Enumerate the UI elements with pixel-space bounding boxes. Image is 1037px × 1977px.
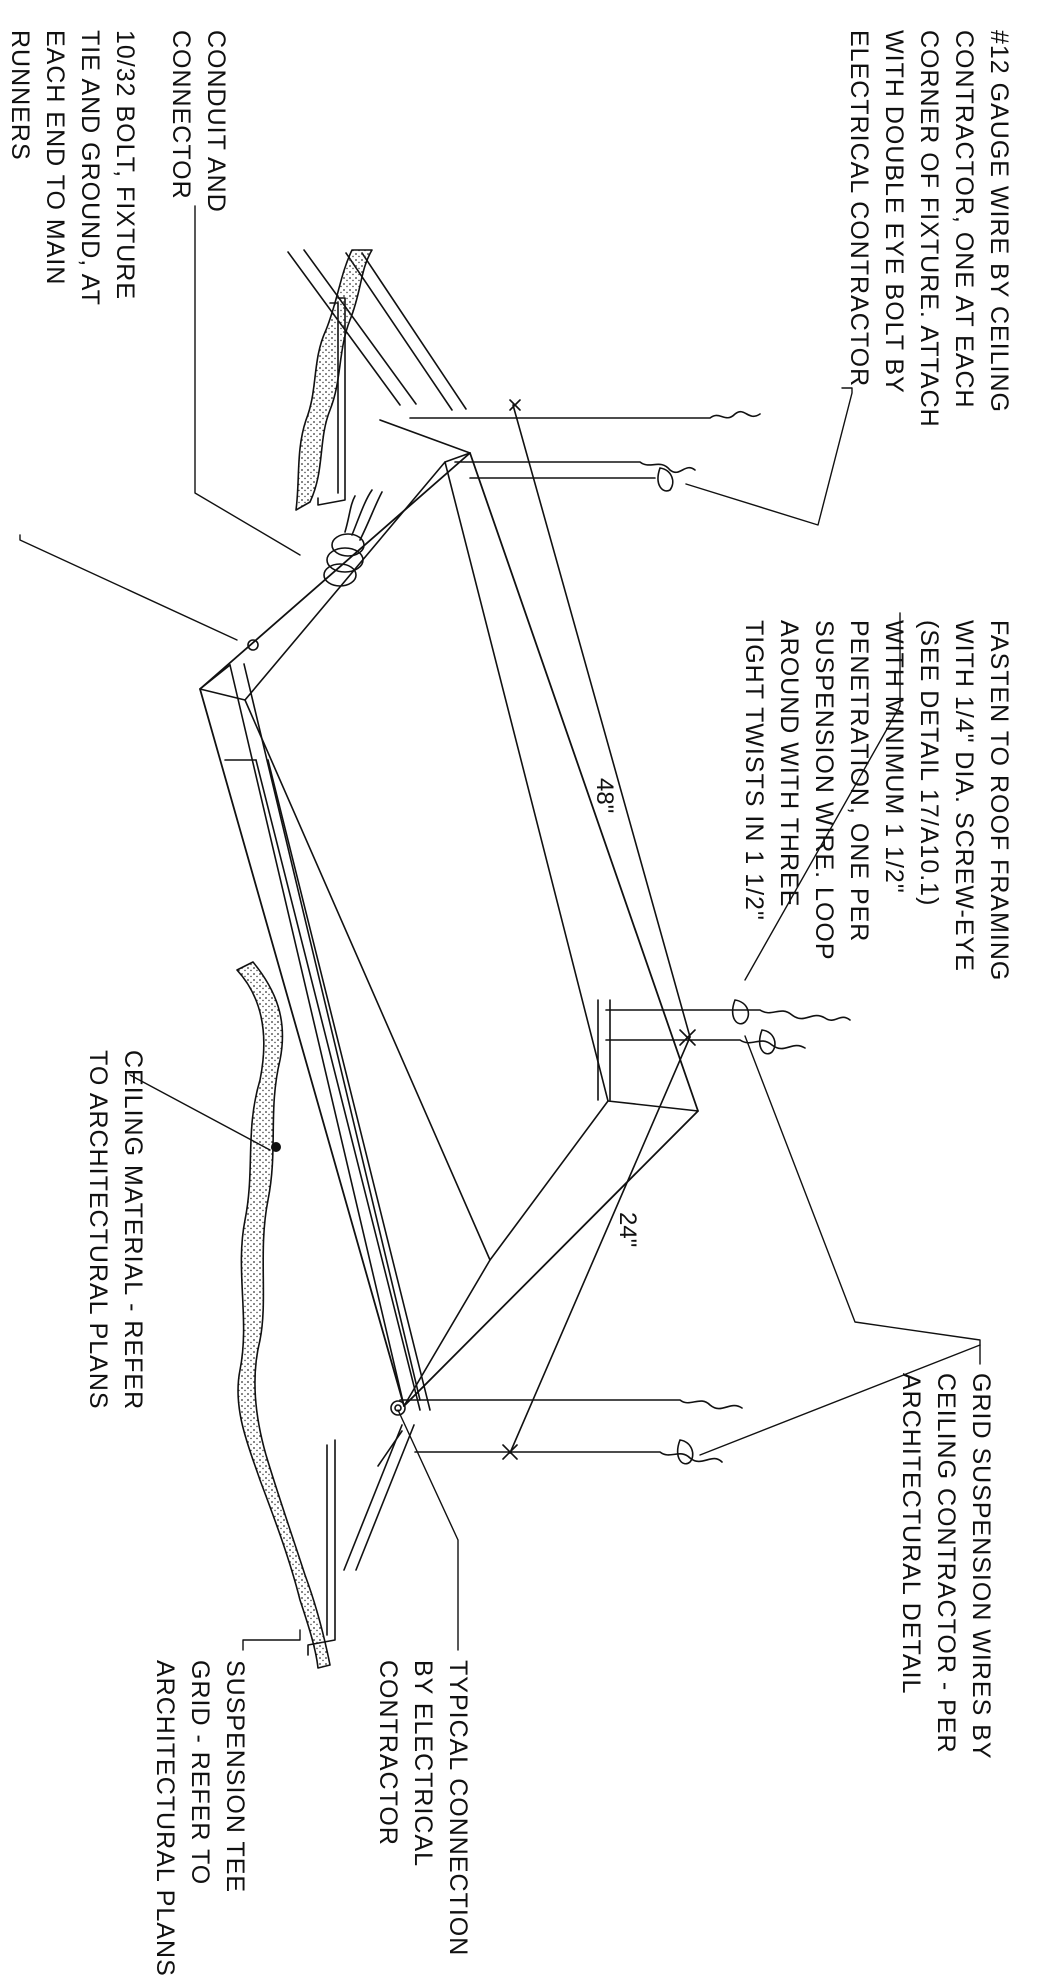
wires-bottom — [399, 1399, 743, 1465]
ceiling-material-dot — [271, 1142, 281, 1152]
wires-middle — [597, 999, 851, 1101]
ceiling-tile-bottom — [236, 961, 331, 1669]
main-runner-bottom — [343, 1424, 415, 1571]
ceiling-tile-top — [295, 249, 373, 511]
wires-top — [409, 399, 761, 492]
conduit-connector — [323, 489, 383, 587]
connection-point — [390, 1400, 406, 1416]
bolt-hole — [247, 639, 259, 651]
dimension-48: 48" — [591, 778, 618, 814]
leader-lines — [19, 205, 981, 1651]
dimension-line-24 — [509, 1036, 691, 1454]
dimension-24: 24" — [614, 1212, 641, 1248]
light-fixture — [199, 419, 699, 1411]
dimension-line-48 — [512, 404, 691, 1038]
